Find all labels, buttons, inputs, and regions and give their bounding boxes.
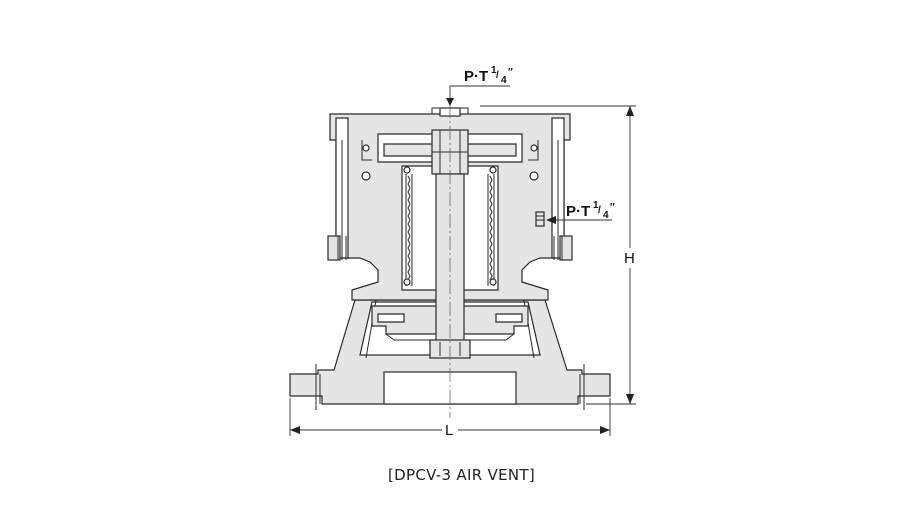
side-port-frac-slash: / xyxy=(598,205,601,216)
figure-caption: [DPCV-3 AIR VENT] xyxy=(388,466,535,484)
side-port-callout xyxy=(546,216,612,224)
side-port-inch-mark: ″ xyxy=(610,202,615,213)
top-port-frac-den: 4 xyxy=(501,75,507,86)
height-dimension xyxy=(480,105,640,405)
side-port-prefix: P·T xyxy=(566,203,590,220)
top-port-frac-slash: / xyxy=(496,70,499,81)
side-port-frac-num: 1 xyxy=(593,200,599,211)
top-port-prefix: P·T xyxy=(464,68,488,85)
top-port-frac-num: 1 xyxy=(491,65,497,76)
top-port-inch-mark: ″ xyxy=(508,67,513,78)
length-dim-label: L xyxy=(445,422,453,439)
top-port-callout xyxy=(446,85,510,106)
length-dimension xyxy=(289,398,611,440)
side-rods xyxy=(327,117,573,261)
side-port-frac-den: 4 xyxy=(603,210,609,221)
height-dim-label: H xyxy=(624,250,635,267)
